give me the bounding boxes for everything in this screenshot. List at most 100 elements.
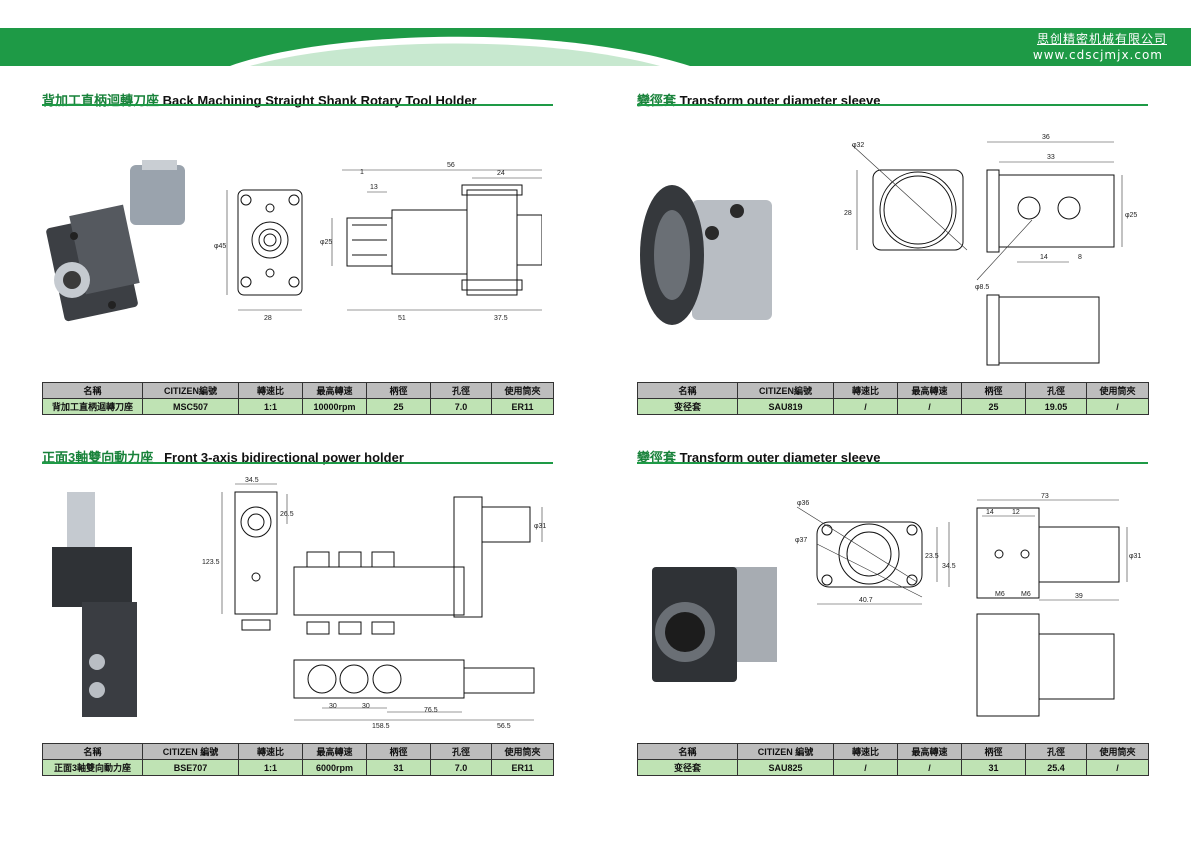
dim-label: φ36 [797,500,809,507]
table-cell: 背加工直柄迴轉刀座 [42,398,143,415]
section-1-drawing: 1 56 24 13 φ45 φ25 28 51 37.5 [46,160,542,322]
dim-label: 56.5 [497,723,511,730]
table-header-cell: 最高轉速 [302,743,367,760]
table-header-cell: 名稱 [637,743,738,760]
table-cell: SAU825 [737,759,834,776]
section-3-side-view [293,496,531,635]
dim-label: 26.5 [280,511,294,518]
table-header-cell: 孔徑 [430,743,492,760]
table-header-cell: 柄徑 [366,743,431,760]
section-2-drawing: φ32 28 36 33 φ25 14 8 φ8.5 [640,134,1137,366]
table-header-cell: 孔徑 [430,382,492,399]
table-header-cell: 名稱 [42,382,143,399]
table-header-cell: CITIZEN 編號 [142,743,239,760]
table-cell: 19.05 [1025,398,1087,415]
dim-label: φ32 [852,142,864,149]
dim-label: 30 [362,703,370,710]
section-2-underline [637,104,1148,106]
table-cell: 1:1 [238,398,303,415]
table-header-cell: 轉速比 [238,382,303,399]
table-header-row: 名稱 CITIZEN 編號 轉速比 最高轉速 柄徑 孔徑 使用筒夾 [42,743,554,760]
table-cell: 31 [961,759,1026,776]
table-header-cell: 孔徑 [1025,743,1087,760]
table-cell: 6000rpm [302,759,367,776]
dim-label: 73 [1041,493,1049,500]
dim-label: 14 [1040,254,1048,261]
table-header-cell: 名稱 [42,743,143,760]
table-cell: 31 [366,759,431,776]
dim-label: 12 [1012,509,1020,516]
dim-label: 24 [497,170,505,177]
section-3-title: 正面3軸雙向動力座 Front 3-axis bidirectional pow… [42,447,404,466]
section-3-drawing: 34.5 26.5 123.5 φ31 30 30 158.5 76.5 56.… [52,477,546,730]
section-3-dimension-lines [221,483,543,721]
table-cell: / [833,759,898,776]
section-3-product-render [52,492,137,717]
dim-label: 34.5 [942,563,956,570]
table-cell: 变径套 [637,759,738,776]
table-cell: / [1086,398,1149,415]
section-2-spec-table: 名稱 CITIZEN編號 轉速比 最高轉速 柄徑 孔徑 使用筒夾 变径套 SAU… [637,382,1149,415]
section-3-spec-table: 名稱 CITIZEN 編號 轉速比 最高轉速 柄徑 孔徑 使用筒夾 正面3軸雙向… [42,743,554,776]
section-4-product-render [652,567,777,682]
section-2-side-view [986,169,1115,366]
dim-label: 30 [329,703,337,710]
dim-label: 39 [1075,593,1083,600]
dim-label: φ25 [1125,212,1137,219]
table-header-cell: 名稱 [637,382,738,399]
dim-label: 56 [447,162,455,169]
section-2-front-view [872,169,964,251]
table-header-row: 名稱 CITIZEN編號 轉速比 最高轉速 柄徑 孔徑 使用筒夾 [637,382,1149,399]
section-3-title-en: Front 3-axis bidirectional power holder [164,450,404,465]
table-header-row: 名稱 CITIZEN 編號 轉速比 最高轉速 柄徑 孔徑 使用筒夾 [637,743,1149,760]
table-header-cell: 使用筒夾 [1086,743,1149,760]
dim-label: 40.7 [859,597,873,604]
dim-label: 36 [1042,134,1050,141]
section-4-side-view [976,507,1120,717]
dim-label: φ45 [214,243,226,250]
section-1-dimension-lines [226,169,542,311]
table-cell: MSC507 [142,398,239,415]
table-header-cell: 轉速比 [238,743,303,760]
dim-label: 33 [1047,154,1055,161]
table-row: 背加工直柄迴轉刀座 MSC507 1:1 10000rpm 25 7.0 ER1… [42,398,554,415]
header-green-banner [0,28,1191,66]
section-3-top-view [293,659,535,699]
table-cell: ER11 [491,759,554,776]
section-4-spec-table: 名稱 CITIZEN 編號 轉速比 最高轉速 柄徑 孔徑 使用筒夾 变径套 SA… [637,743,1149,776]
table-cell: 1:1 [238,759,303,776]
dim-label: φ25 [320,239,332,246]
table-header-cell: 最高轉速 [897,382,962,399]
table-header-cell: CITIZEN 編號 [737,743,834,760]
dim-label: 34.5 [245,477,259,484]
table-header-cell: 使用筒夾 [1086,382,1149,399]
dim-label: 23.5 [925,553,939,560]
section-3-title-zh: 正面3軸雙向動力座 [42,450,154,465]
table-header-cell: 柄徑 [366,382,431,399]
section-1-spec-table: 名稱 CITIZEN編號 轉速比 最高轉速 柄徑 孔徑 使用筒夾 背加工直柄迴轉… [42,382,554,415]
dim-label: 158.5 [372,723,390,730]
company-name: 思创精密机械有限公司 [1036,32,1167,46]
table-header-cell: 柄徑 [961,382,1026,399]
section-1-product-render [46,160,185,322]
table-cell: 10000rpm [302,398,367,415]
table-cell: 25 [961,398,1026,415]
section-2-title: 變徑套 Transform outer diameter sleeve [637,90,881,109]
section-1-underline [42,104,553,106]
table-cell: / [1086,759,1149,776]
section-4-title-en: Transform outer diameter sleeve [679,450,881,465]
section-4-front-view [816,521,923,588]
table-header-cell: CITIZEN編號 [737,382,834,399]
table-cell: 25 [366,398,431,415]
table-header-cell: 最高轉速 [897,743,962,760]
table-header-row: 名稱 CITIZEN編號 轉速比 最高轉速 柄徑 孔徑 使用筒夾 [42,382,554,399]
section-4-dimension-lines [796,499,1128,605]
table-header-cell: 轉速比 [833,382,898,399]
table-row: 变径套 SAU825 / / 31 25.4 / [637,759,1149,776]
dim-label: 123.5 [202,559,220,566]
table-cell: SAU819 [737,398,834,415]
table-header-cell: 最高轉速 [302,382,367,399]
table-cell: 正面3軸雙向動力座 [42,759,143,776]
dim-label: 13 [370,184,378,191]
dim-label: φ37 [795,537,807,544]
